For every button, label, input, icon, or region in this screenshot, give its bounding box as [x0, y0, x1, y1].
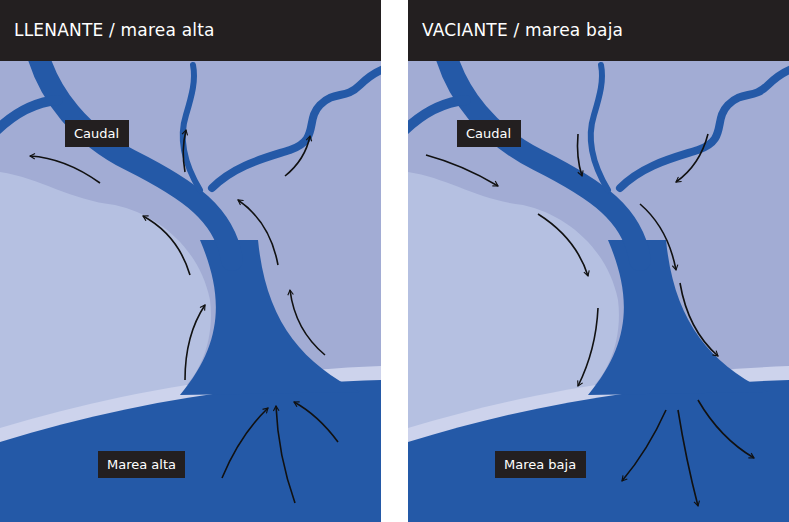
caption-tag: Marea alta: [98, 451, 185, 478]
right-panel: [403, 55, 789, 522]
flow-arrow: [698, 400, 754, 458]
title-bar: VACIANTE / marea baja: [408, 0, 789, 61]
flow-arrow: [185, 305, 205, 380]
flow-arrow: [183, 130, 186, 172]
flow-arrow: [622, 410, 666, 481]
flow-arrow: [680, 283, 718, 356]
flow-arrow: [143, 216, 190, 275]
flow-arrow: [578, 134, 583, 176]
region-label: Marea alta: [107, 456, 176, 473]
region-label: Caudal: [466, 125, 512, 142]
region-label: Caudal: [74, 125, 120, 142]
flow-arrow: [678, 410, 698, 506]
panel-title: VACIANTE / marea baja: [422, 0, 775, 61]
flow-arrow: [578, 308, 598, 386]
flood-arrows: [30, 130, 338, 503]
left-panel: [0, 55, 386, 522]
flow-arrow: [426, 155, 498, 186]
ebb-arrows: [426, 134, 754, 506]
title-bar: LLENANTE / marea alta: [0, 0, 381, 61]
panel-title: LLENANTE / marea alta: [14, 0, 367, 61]
flow-arrow: [285, 136, 310, 176]
flow-arrow: [294, 402, 338, 442]
flow-arrow: [222, 408, 268, 478]
flow-arrow: [238, 200, 278, 265]
flow-arrow: [640, 204, 676, 270]
flow-arrow: [290, 290, 325, 355]
flow-arrow: [276, 406, 295, 503]
flow-arrow: [676, 134, 708, 182]
caption-tag: Caudal: [457, 120, 521, 147]
flow-arrow: [30, 156, 100, 183]
region-label: Marea baja: [504, 456, 577, 473]
flow-arrow: [538, 214, 588, 276]
caption-tag: Marea baja: [495, 451, 586, 478]
caption-tag: Caudal: [65, 120, 129, 147]
